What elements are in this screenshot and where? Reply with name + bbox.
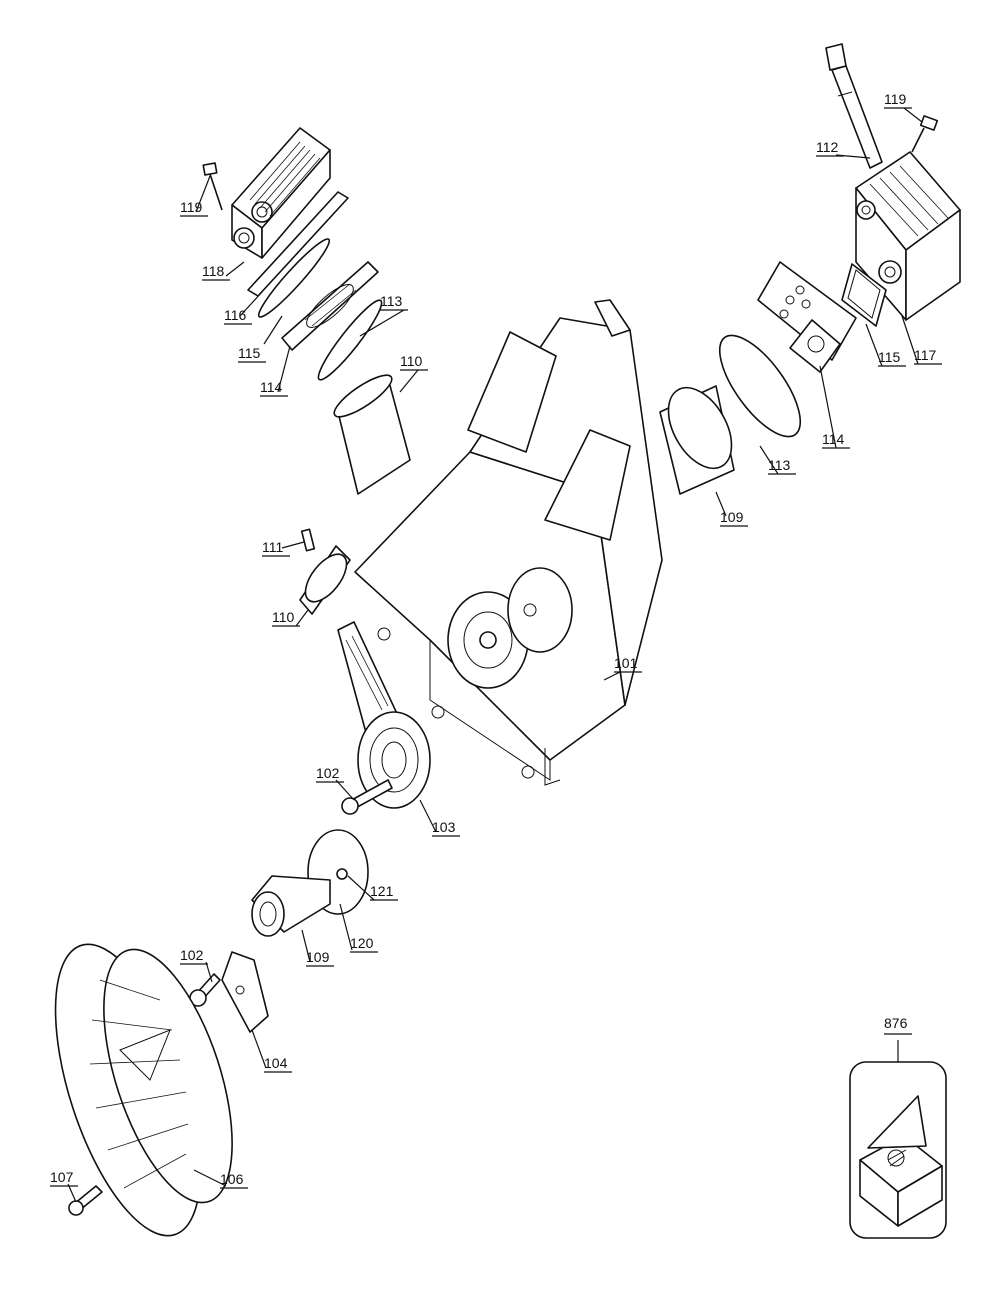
label-110-top: 110 <box>400 353 423 369</box>
eccentric-104 <box>221 951 269 1033</box>
unloader-tube-112 <box>825 43 883 169</box>
part-labels: 119 118 116 115 113 110 114 111 110 112 … <box>50 91 942 1189</box>
o-ring-113-right <box>718 334 802 438</box>
o-ring-115-left <box>257 238 331 318</box>
label-112: 112 <box>816 139 839 155</box>
label-109-lower: 109 <box>306 949 330 965</box>
bolt-107 <box>68 1185 103 1216</box>
connecting-rod-103 <box>337 621 431 809</box>
label-119-right: 119 <box>884 91 907 107</box>
screw-102-bottom <box>189 973 221 1007</box>
label-104: 104 <box>264 1055 288 1071</box>
piston-110-lower <box>299 545 351 615</box>
label-113-right: 113 <box>768 457 791 473</box>
label-102-bottom: 102 <box>180 947 204 963</box>
label-103: 103 <box>432 819 456 835</box>
screw-102-top <box>341 779 393 815</box>
cylinder-sleeve-110-top <box>333 374 411 495</box>
kit-box-876 <box>849 1061 947 1239</box>
gasket-115-right <box>841 263 887 327</box>
label-114-right: 114 <box>822 431 845 447</box>
label-115-right: 115 <box>878 349 901 365</box>
cylinder-head-right-117 <box>855 115 961 321</box>
valve-plate-114-right <box>757 261 857 373</box>
label-115-left: 115 <box>238 345 261 361</box>
label-118: 118 <box>202 263 225 279</box>
label-109-top: 109 <box>720 509 744 525</box>
label-111: 111 <box>262 539 283 555</box>
label-110-lower: 110 <box>272 609 295 625</box>
valve-plate-114-left <box>281 261 379 351</box>
label-102-top: 102 <box>316 765 340 781</box>
label-116: 116 <box>224 307 247 323</box>
label-120: 120 <box>350 935 374 951</box>
label-117: 117 <box>914 347 937 363</box>
cylinder-head-left-118 <box>202 127 331 259</box>
label-101: 101 <box>614 655 638 671</box>
gasket-116 <box>247 191 349 297</box>
pin-111 <box>300 528 316 552</box>
connecting-rod-109 <box>251 875 331 937</box>
label-107: 107 <box>50 1169 74 1185</box>
label-106: 106 <box>220 1171 244 1187</box>
o-ring-113-left <box>317 299 383 381</box>
label-114-left: 114 <box>260 379 283 395</box>
label-121: 121 <box>370 883 394 899</box>
fan-106 <box>54 943 233 1237</box>
crankcase-motor-101 <box>354 299 663 786</box>
label-119-left: 119 <box>180 199 203 215</box>
leader-lines <box>67 107 923 1203</box>
label-113-left: 113 <box>380 293 403 309</box>
cylinder-sleeve-109 <box>659 385 735 495</box>
label-876: 876 <box>884 1015 908 1031</box>
